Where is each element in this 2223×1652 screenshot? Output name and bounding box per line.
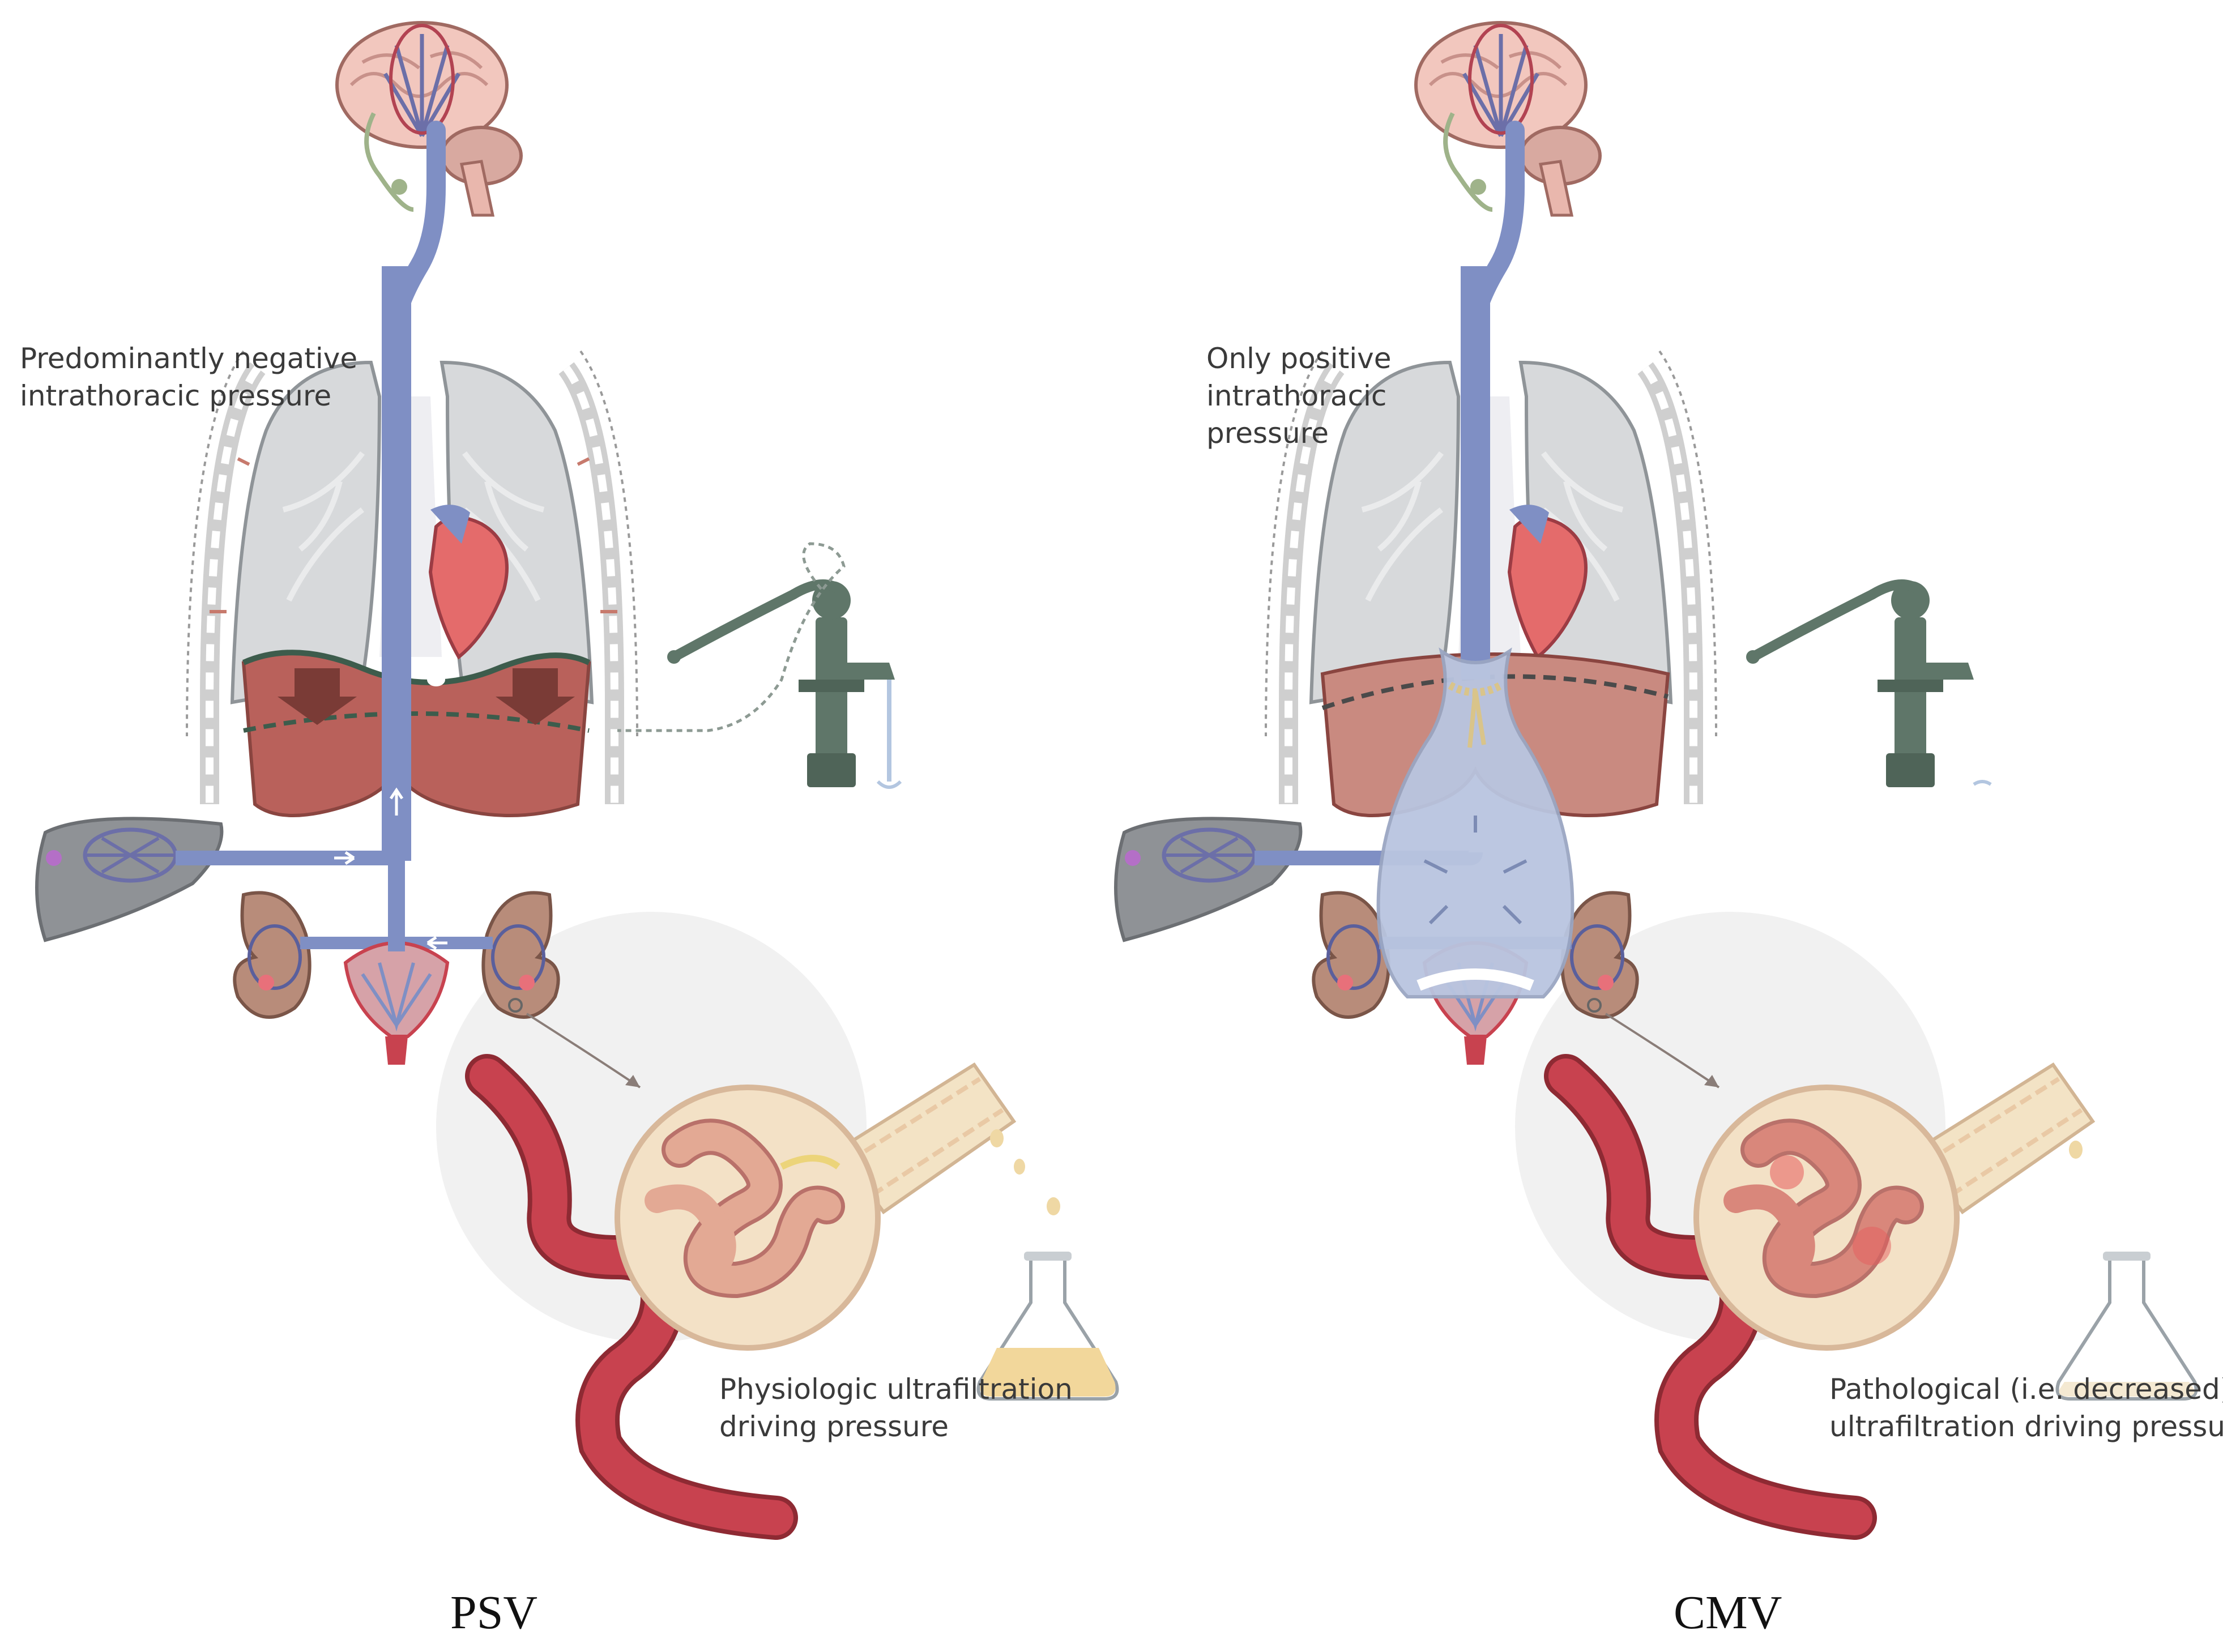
right-thorax-label: Only positive intrathoracic pressure	[1206, 340, 1392, 452]
right-filtration-label: Pathological (i.e. decreased) ultrafiltr…	[1829, 1371, 2223, 1445]
right-filtration-label-line1: Pathological (i.e. decreased)	[1829, 1373, 2223, 1406]
left-panel	[37, 23, 1117, 1518]
left-thorax-label-line2: intrathoracic pressure	[20, 379, 332, 412]
left-filtration-label: Physiologic ultrafiltration driving pres…	[719, 1371, 1073, 1445]
right-thorax-label-line3: pressure	[1206, 417, 1329, 450]
left-caption: PSV	[450, 1586, 538, 1639]
right-panel	[1116, 23, 2196, 1518]
right-thorax-label-line1: Only positive	[1206, 342, 1392, 375]
left-thorax-label: Predominantly negative intrathoracic pre…	[20, 340, 357, 415]
left-filtration-label-line1: Physiologic ultrafiltration	[719, 1373, 1073, 1406]
right-filtration-label-line2: ultrafiltration driving pressure	[1829, 1410, 2223, 1443]
right-caption: CMV	[1674, 1586, 1782, 1639]
right-thorax-label-line2: intrathoracic	[1206, 379, 1387, 412]
left-thorax-label-line1: Predominantly negative	[20, 342, 358, 375]
left-filtration-label-line2: driving pressure	[719, 1410, 949, 1443]
